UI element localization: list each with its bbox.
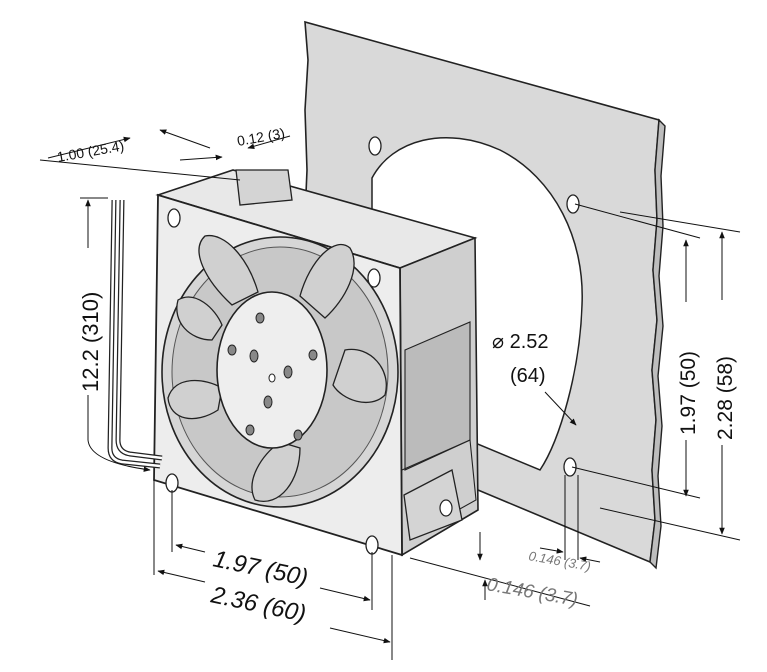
label-hole-diameter-front: 0.146 (3.7) <box>485 574 579 611</box>
fan-hub <box>216 291 328 449</box>
panel-hole-bottom-right <box>563 457 577 477</box>
lead-wires <box>107 199 163 469</box>
label-flange: 0.12 (3) <box>236 125 286 149</box>
label-lead-length: 12.2 (310) <box>78 292 103 392</box>
panel-hole-top-right <box>566 194 580 214</box>
dimension-lines <box>39 129 741 660</box>
fan-hole-top-right <box>367 268 381 288</box>
label-cutout-diameter: ⌀ 2.52 <box>492 331 549 353</box>
label-cutout-diameter-mm: (64) <box>510 365 546 387</box>
label-depth: 1.00 (25.4) <box>56 137 125 165</box>
panel-hole-top-left <box>368 136 382 156</box>
label-hole-diameter-rear: 0.146 (3.7) <box>527 548 592 574</box>
fan-hole-bottom-left <box>165 473 179 493</box>
fan-hole-bottom-right <box>365 535 379 555</box>
label-panel-height: 2.28 (58) <box>714 356 737 440</box>
label-hole-spacing-vertical: 1.97 (50) <box>677 351 700 435</box>
fan-hole-top-left <box>167 208 181 228</box>
fan-impeller <box>167 235 387 502</box>
